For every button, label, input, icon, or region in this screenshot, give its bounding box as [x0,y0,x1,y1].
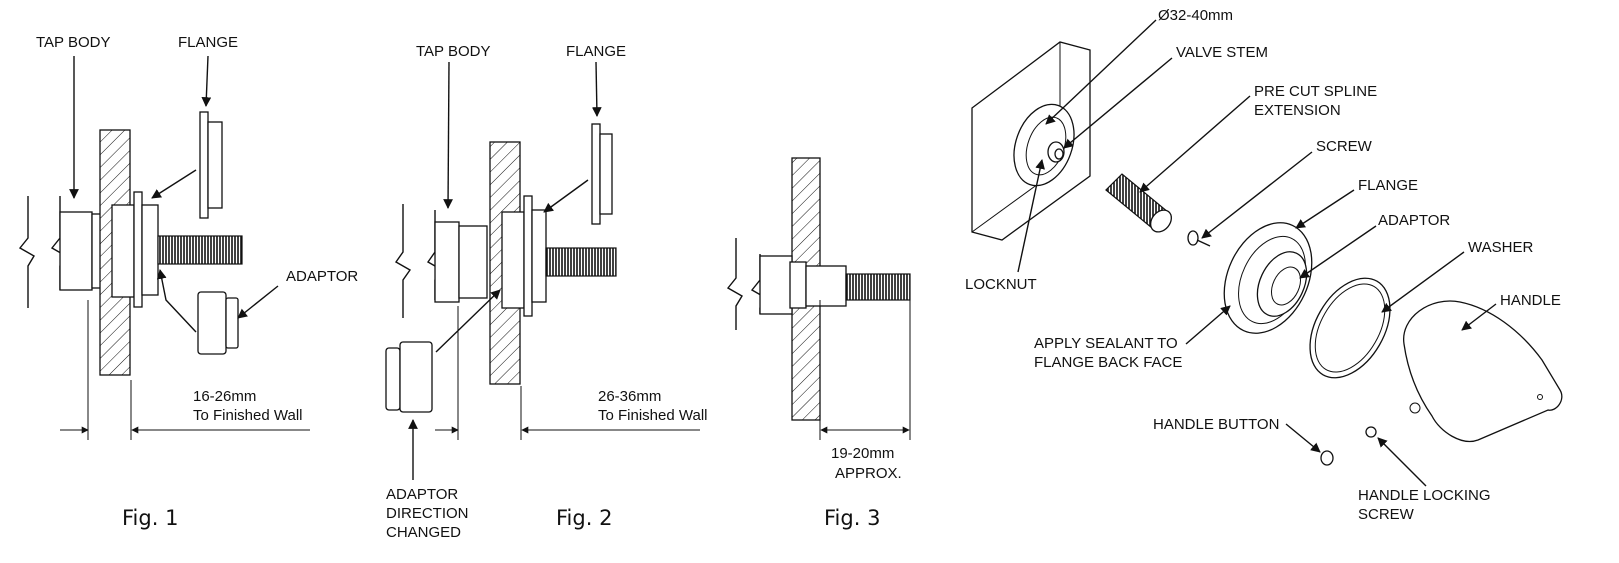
leader-handle-button [1285,423,1321,453]
leader-handle [1461,303,1497,331]
leader-spline-extension [1139,95,1251,193]
figure-caption: Fig. 3 [824,506,880,530]
leader-flange [591,61,602,117]
adaptor-note-line-1: ADAPTOR [386,486,458,503]
handle-locking-screw [1365,426,1377,438]
leader-flange [201,55,212,107]
pipe-break-line [18,196,35,308]
label-sealant-1: APPLY SEALANT TO [1034,335,1178,352]
fitting-body [501,211,525,309]
figure-caption: Fig. 2 [556,506,612,530]
label-spline-extension-2: EXTENSION [1254,102,1341,119]
valve-stem-tip [1054,148,1064,160]
leader-screw [1201,151,1313,239]
flange-plate [133,191,143,308]
washer-inner [1314,283,1386,373]
leader-adaptor [156,269,197,333]
dimension-note: To Finished Wall [193,407,302,424]
leader-adaptor [1299,225,1377,279]
leader-flange [1295,189,1355,229]
adaptor-note-line-2: DIRECTION [386,505,469,522]
handle-button-hole [1409,402,1421,414]
dimension-value: 19-20mm [831,445,894,462]
flange-plate [523,195,533,317]
leader-flange [151,169,197,199]
figure-caption: Fig. 1 [122,506,178,530]
leader-flange [543,179,589,213]
adaptor-part [399,341,433,413]
dimension-value: 16-26mm [193,388,256,405]
label-handle-locking-1: HANDLE LOCKING [1358,487,1491,504]
leader-locknut [1017,159,1045,273]
label-adaptor: ADAPTOR [1378,212,1450,229]
handle-body [1403,300,1563,442]
exploded-view: Ø32-40mm VALVE STEM PRE CUT SPLINE EXTEN… [965,7,1563,523]
tap-body-nut [789,261,807,309]
fitting-body [805,265,847,307]
label-washer: WASHER [1468,239,1533,256]
dimension-note: APPROX. [835,465,902,482]
leader-adaptor [237,285,279,319]
fitting-body [111,204,135,298]
label-flange: FLANGE [566,43,626,60]
leader-adaptor-direction [435,289,501,353]
leader-sealant [1185,305,1231,345]
label-diameter: Ø32-40mm [1158,7,1233,24]
wall-opening [1013,103,1075,187]
label-tap-body: TAP BODY [416,43,490,60]
flange-part-hex [207,121,223,209]
label-tap-body: TAP BODY [36,34,110,51]
handle-button [1320,450,1334,466]
leader-diameter [1045,19,1157,125]
adaptor-bore [1270,266,1302,306]
spline-stem [545,247,617,277]
flange-hex [141,204,159,296]
label-adaptor: ADAPTOR [286,268,358,285]
screw-head [1187,230,1199,246]
spline-stem [157,235,243,265]
figure-1: TAP BODY FLANGE ADAPTOR 16-26mm To Finis… [18,34,358,530]
screw-shank [1196,239,1211,247]
spline-stem [845,273,911,301]
pipe-break-line [726,238,743,330]
figure-3: 19-20mm APPROX. Fig. 3 [726,157,911,530]
label-spline-extension-1: PRE CUT SPLINE [1254,83,1377,100]
label-flange: FLANGE [178,34,238,51]
label-handle-locking-2: SCREW [1358,506,1415,523]
adaptor-part [197,291,227,355]
label-valve-stem: VALVE STEM [1176,44,1268,61]
label-handle-button: HANDLE BUTTON [1153,416,1279,433]
spline-extension-end [1150,209,1172,233]
dimension-value: 26-36mm [598,388,661,405]
pipe-break-line [394,204,412,318]
adaptor-part-hex [385,347,401,411]
leader-washer [1381,251,1465,313]
tap-body [434,221,460,303]
leader-handle-locking-screw [1377,437,1427,487]
label-handle: HANDLE [1500,292,1561,309]
label-locknut: LOCKNUT [965,276,1037,293]
flange-part-hex [599,133,613,215]
flange-part [199,111,209,219]
label-flange: FLANGE [1358,177,1418,194]
flange-part [591,123,601,225]
tap-body-nut [458,225,488,299]
adaptor-part-hex [225,297,239,349]
leader-tap-body [443,61,453,209]
tap-body [59,211,93,291]
adaptor-note-line-3: CHANGED [386,524,461,541]
dimension-note: To Finished Wall [598,407,707,424]
handle-screw-hole [1537,394,1543,400]
tap-body [759,255,793,315]
label-screw: SCREW [1316,138,1373,155]
figure-2: TAP BODY FLANGE 26-36mm To Finished Wall… [385,43,707,541]
washer-ring [1309,277,1391,379]
leader-valve-stem [1063,57,1173,149]
label-sealant-2: FLANGE BACK FACE [1034,354,1182,371]
flange-hex [531,209,547,303]
